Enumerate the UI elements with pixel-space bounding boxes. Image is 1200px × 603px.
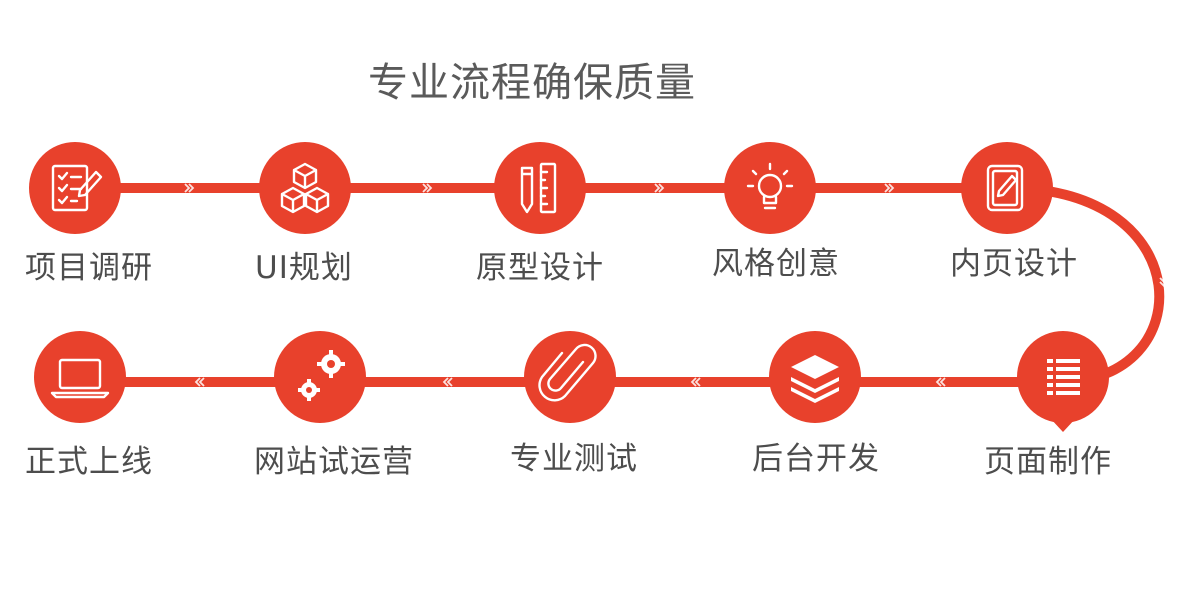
arrow-left-icon	[442, 377, 453, 387]
edit-page-icon	[986, 164, 1024, 212]
paperclip-icon	[538, 343, 597, 402]
cubes-icon	[280, 162, 330, 214]
step-label-4: 风格创意	[712, 246, 840, 282]
step-node-9	[274, 331, 366, 423]
arrow-left-icon	[935, 377, 946, 387]
step-label-9: 网站试运营	[254, 444, 414, 480]
step-label-1: 项目调研	[25, 250, 153, 286]
arrow-left-icon	[194, 377, 205, 387]
step-node-6-pointer	[1050, 418, 1076, 432]
arrow-left-icon	[690, 377, 701, 387]
arrow-right-icon	[884, 183, 895, 193]
step-label-10: 正式上线	[25, 444, 153, 480]
lightbulb-icon	[746, 162, 794, 210]
flow-arrows	[184, 183, 1169, 387]
step-node-10	[34, 331, 126, 423]
step-node-4	[724, 142, 816, 234]
arrow-right-icon	[184, 183, 195, 193]
pencil-ruler-icon	[520, 162, 557, 214]
step-label-2: UI规划	[255, 250, 353, 286]
step-node-5	[961, 142, 1053, 234]
layout-rows-icon	[1047, 359, 1080, 395]
laptop-icon	[50, 358, 110, 399]
step-label-5: 内页设计	[950, 246, 1078, 282]
checklist-icon	[51, 164, 103, 212]
step-label-3: 原型设计	[476, 250, 604, 286]
layers-icon	[791, 355, 839, 403]
step-label-6: 页面制作	[984, 444, 1112, 480]
arrow-down-icon	[1159, 277, 1169, 288]
step-label-8: 专业测试	[510, 441, 638, 477]
page-title: 专业流程确保质量	[368, 60, 696, 106]
arrow-right-icon	[654, 183, 665, 193]
step-label-7: 后台开发	[752, 441, 880, 477]
arrow-right-icon	[422, 183, 433, 193]
